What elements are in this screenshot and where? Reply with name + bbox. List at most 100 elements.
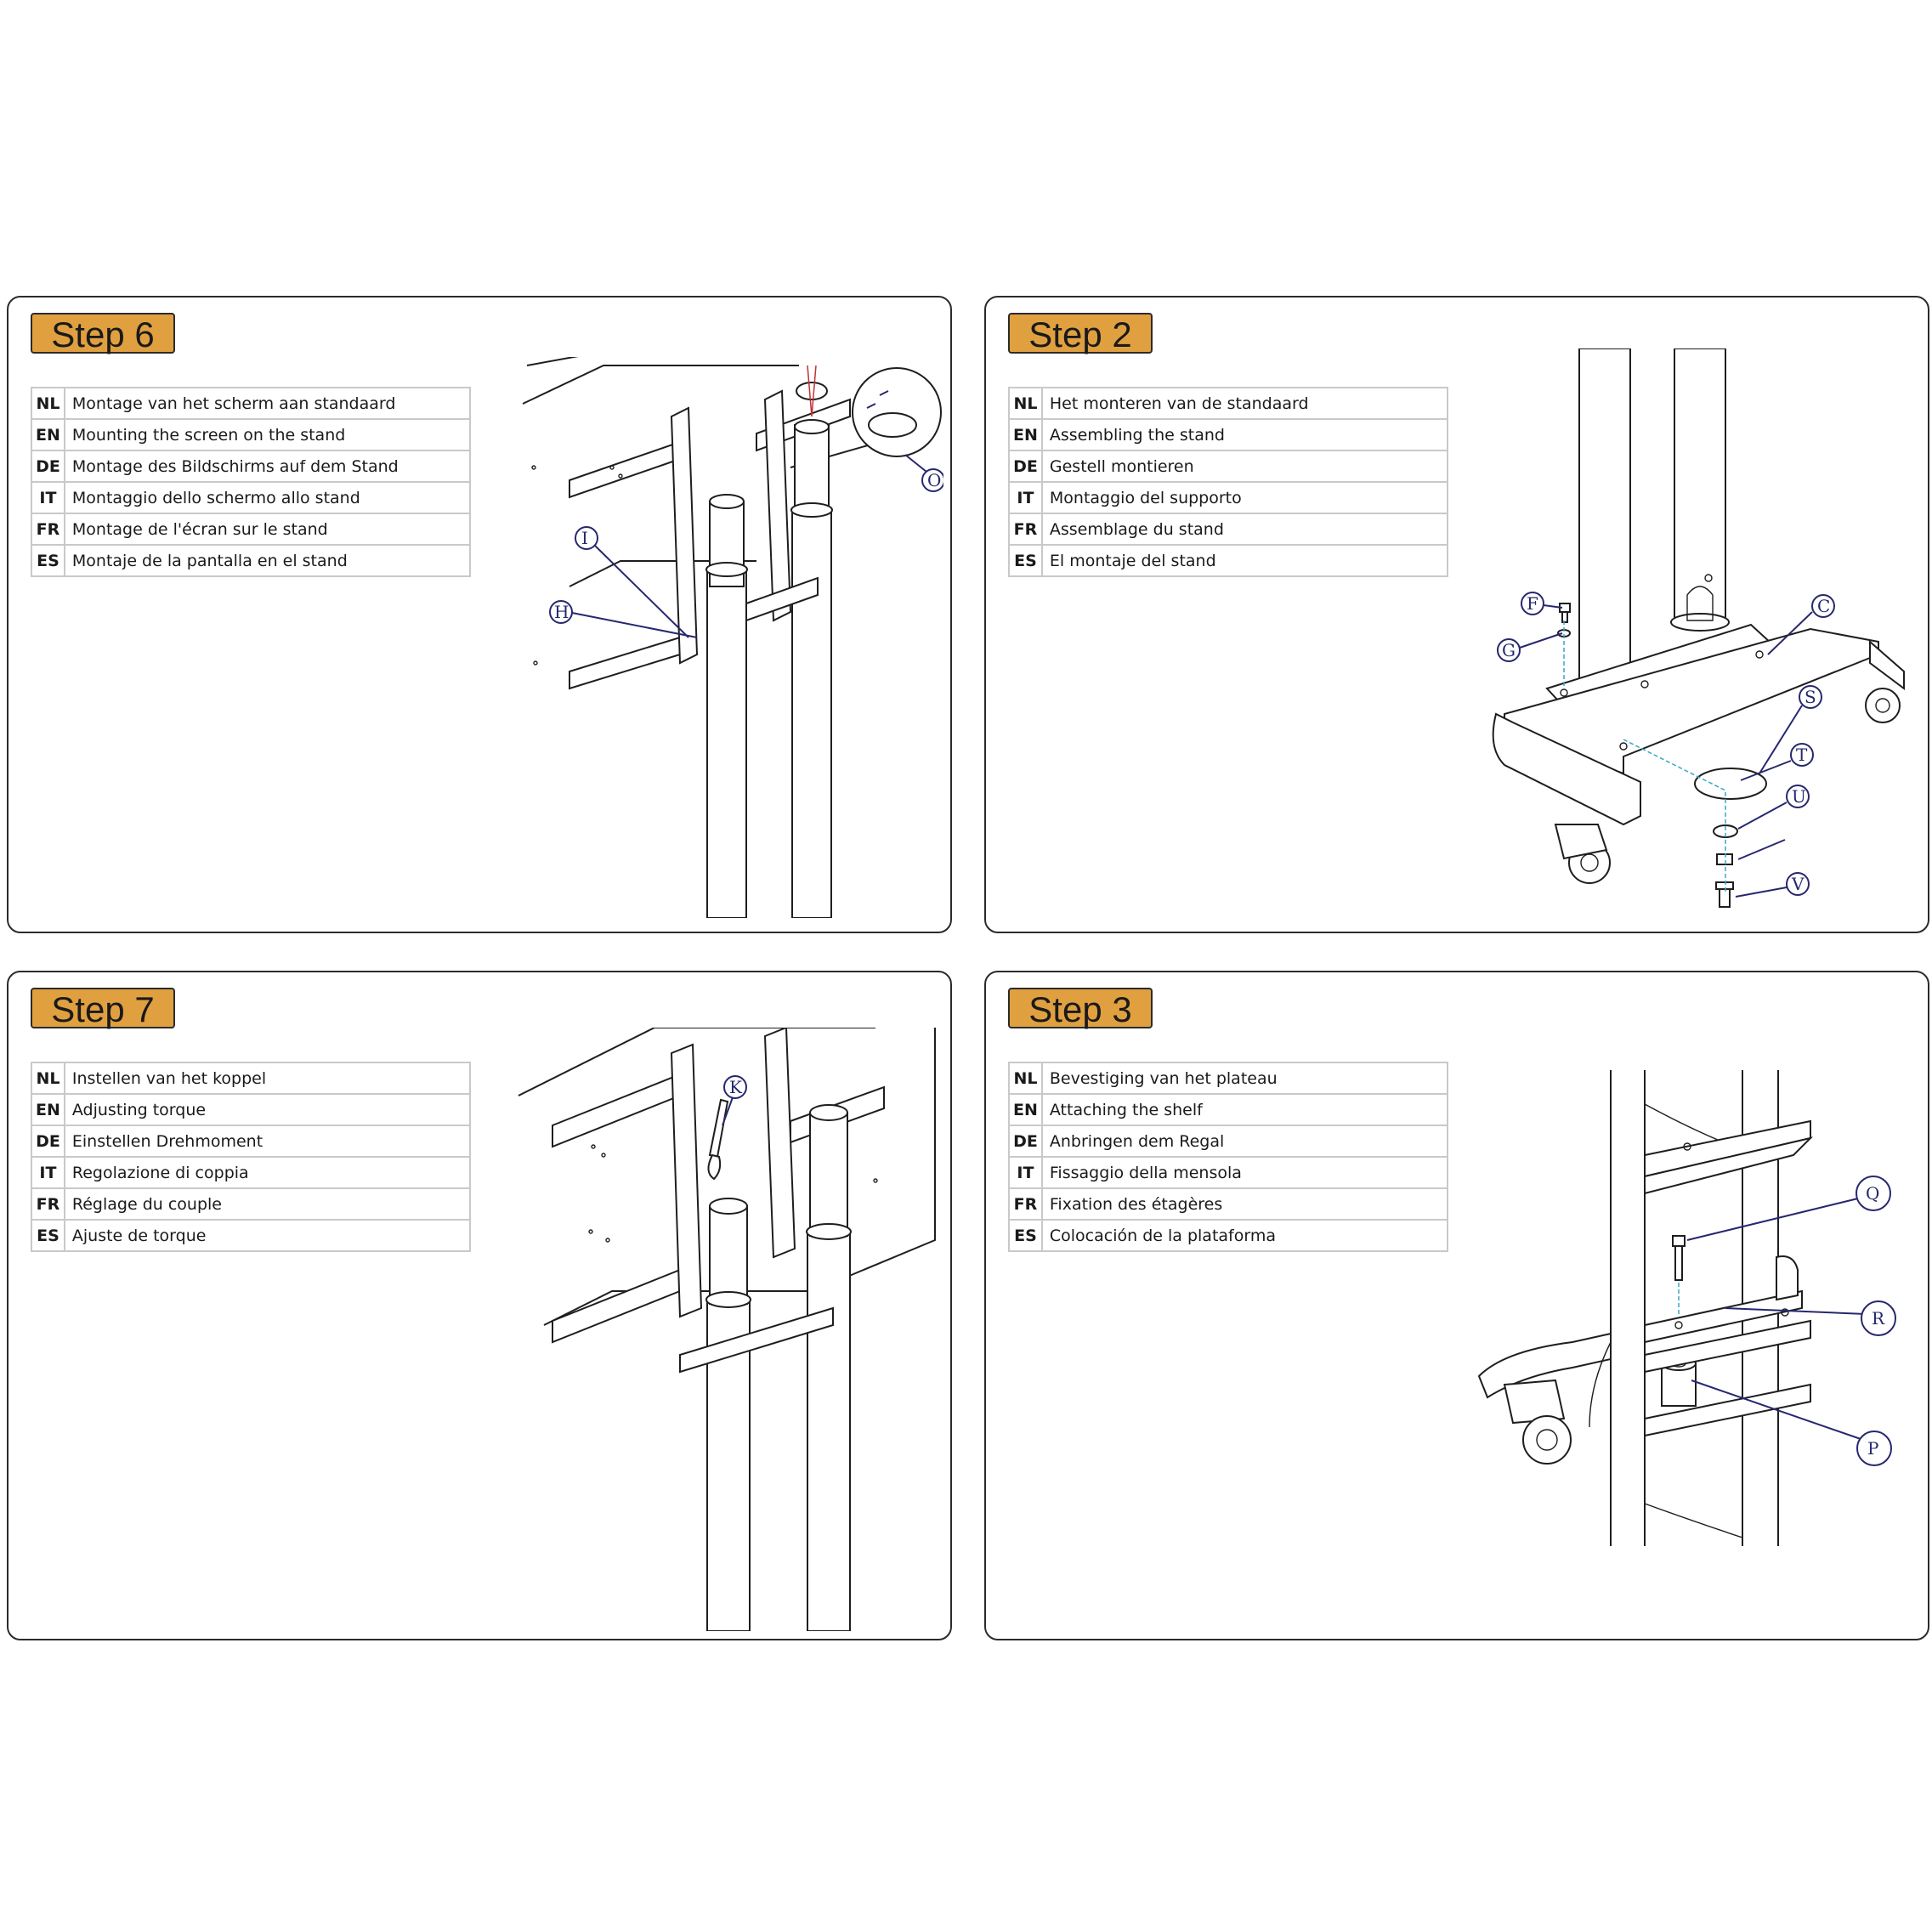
lang-text: Assemblage du stand bbox=[1040, 513, 1449, 546]
lang-code: DE bbox=[1008, 1125, 1043, 1158]
callout-s: S bbox=[1805, 687, 1816, 707]
step6-badge: Step 6 bbox=[31, 313, 175, 354]
step7-illustration: K bbox=[518, 1028, 936, 1631]
lang-code: ES bbox=[31, 544, 65, 577]
lang-text: Réglage du couple bbox=[63, 1187, 472, 1221]
lang-code: EN bbox=[1008, 1093, 1043, 1126]
step2-illustration: F G C S T U V bbox=[1492, 348, 1905, 908]
lang-code: EN bbox=[31, 418, 65, 451]
lang-code: NL bbox=[1008, 387, 1043, 420]
lang-code: DE bbox=[1008, 450, 1043, 483]
callout-t: T bbox=[1796, 745, 1808, 765]
step3-illustration: Q R P bbox=[1477, 1070, 1896, 1546]
lang-text: Gestell montieren bbox=[1040, 450, 1449, 483]
callout-g: G bbox=[1502, 640, 1516, 660]
lang-text: Montaggio del supporto bbox=[1040, 481, 1449, 514]
lang-text: Assembling the stand bbox=[1040, 418, 1449, 451]
lang-code: IT bbox=[1008, 1156, 1043, 1189]
callout-q: Q bbox=[1866, 1183, 1879, 1204]
lang-text: Montage van het scherm aan standaard bbox=[63, 387, 472, 420]
lang-text: Het monteren van de standaard bbox=[1040, 387, 1449, 420]
callout-p: P bbox=[1867, 1438, 1878, 1459]
lang-code: FR bbox=[1008, 1187, 1043, 1221]
lang-code: NL bbox=[1008, 1062, 1043, 1095]
callout-i: I bbox=[581, 528, 588, 548]
lang-text: Adjusting torque bbox=[63, 1093, 472, 1126]
lang-code: EN bbox=[31, 1093, 65, 1126]
lang-text: Montaggio dello schermo allo stand bbox=[63, 481, 472, 514]
lang-text: Montage des Bildschirms auf dem Stand bbox=[63, 450, 472, 483]
lang-code: IT bbox=[31, 1156, 65, 1189]
callout-c: C bbox=[1817, 596, 1830, 616]
callout-o: O bbox=[927, 470, 941, 490]
callout-v: V bbox=[1791, 874, 1805, 894]
lang-code: ES bbox=[1008, 1219, 1043, 1252]
lang-text: Instellen van het koppel bbox=[63, 1062, 472, 1095]
lang-code: IT bbox=[1008, 481, 1043, 514]
lang-text: El montaje del stand bbox=[1040, 544, 1449, 577]
step3-badge: Step 3 bbox=[1008, 988, 1153, 1029]
lang-code: DE bbox=[31, 450, 65, 483]
lang-text: Einstellen Drehmoment bbox=[63, 1125, 472, 1158]
lang-code: EN bbox=[1008, 418, 1043, 451]
lang-code: ES bbox=[31, 1219, 65, 1252]
lang-text: Montaje de la pantalla en el stand bbox=[63, 544, 472, 577]
callout-r: R bbox=[1872, 1308, 1885, 1329]
callout-h: H bbox=[554, 602, 569, 622]
lang-code: IT bbox=[31, 481, 65, 514]
lang-text: Fissaggio della mensola bbox=[1040, 1156, 1449, 1189]
step7-badge: Step 7 bbox=[31, 988, 175, 1029]
callout-f: F bbox=[1527, 593, 1538, 614]
lang-code: DE bbox=[31, 1125, 65, 1158]
step2-badge: Step 2 bbox=[1008, 313, 1153, 354]
lang-text: Colocación de la plataforma bbox=[1040, 1219, 1449, 1252]
lang-code: NL bbox=[31, 387, 65, 420]
lang-code: ES bbox=[1008, 544, 1043, 577]
lang-code: FR bbox=[31, 1187, 65, 1221]
callout-u: U bbox=[1792, 786, 1806, 807]
lang-text: Fixation des étagères bbox=[1040, 1187, 1449, 1221]
step6-illustration: I H O bbox=[522, 357, 943, 918]
lang-text: Bevestiging van het plateau bbox=[1040, 1062, 1449, 1095]
lang-text: Montage de l'écran sur le stand bbox=[63, 513, 472, 546]
lang-code: NL bbox=[31, 1062, 65, 1095]
lang-text: Attaching the shelf bbox=[1040, 1093, 1449, 1126]
lang-text: Regolazione di coppia bbox=[63, 1156, 472, 1189]
lang-text: Ajuste de torque bbox=[63, 1219, 472, 1252]
callout-k: K bbox=[729, 1077, 743, 1097]
lang-text: Anbringen dem Regal bbox=[1040, 1125, 1449, 1158]
lang-text: Mounting the screen on the stand bbox=[63, 418, 472, 451]
lang-code: FR bbox=[31, 513, 65, 546]
lang-code: FR bbox=[1008, 513, 1043, 546]
